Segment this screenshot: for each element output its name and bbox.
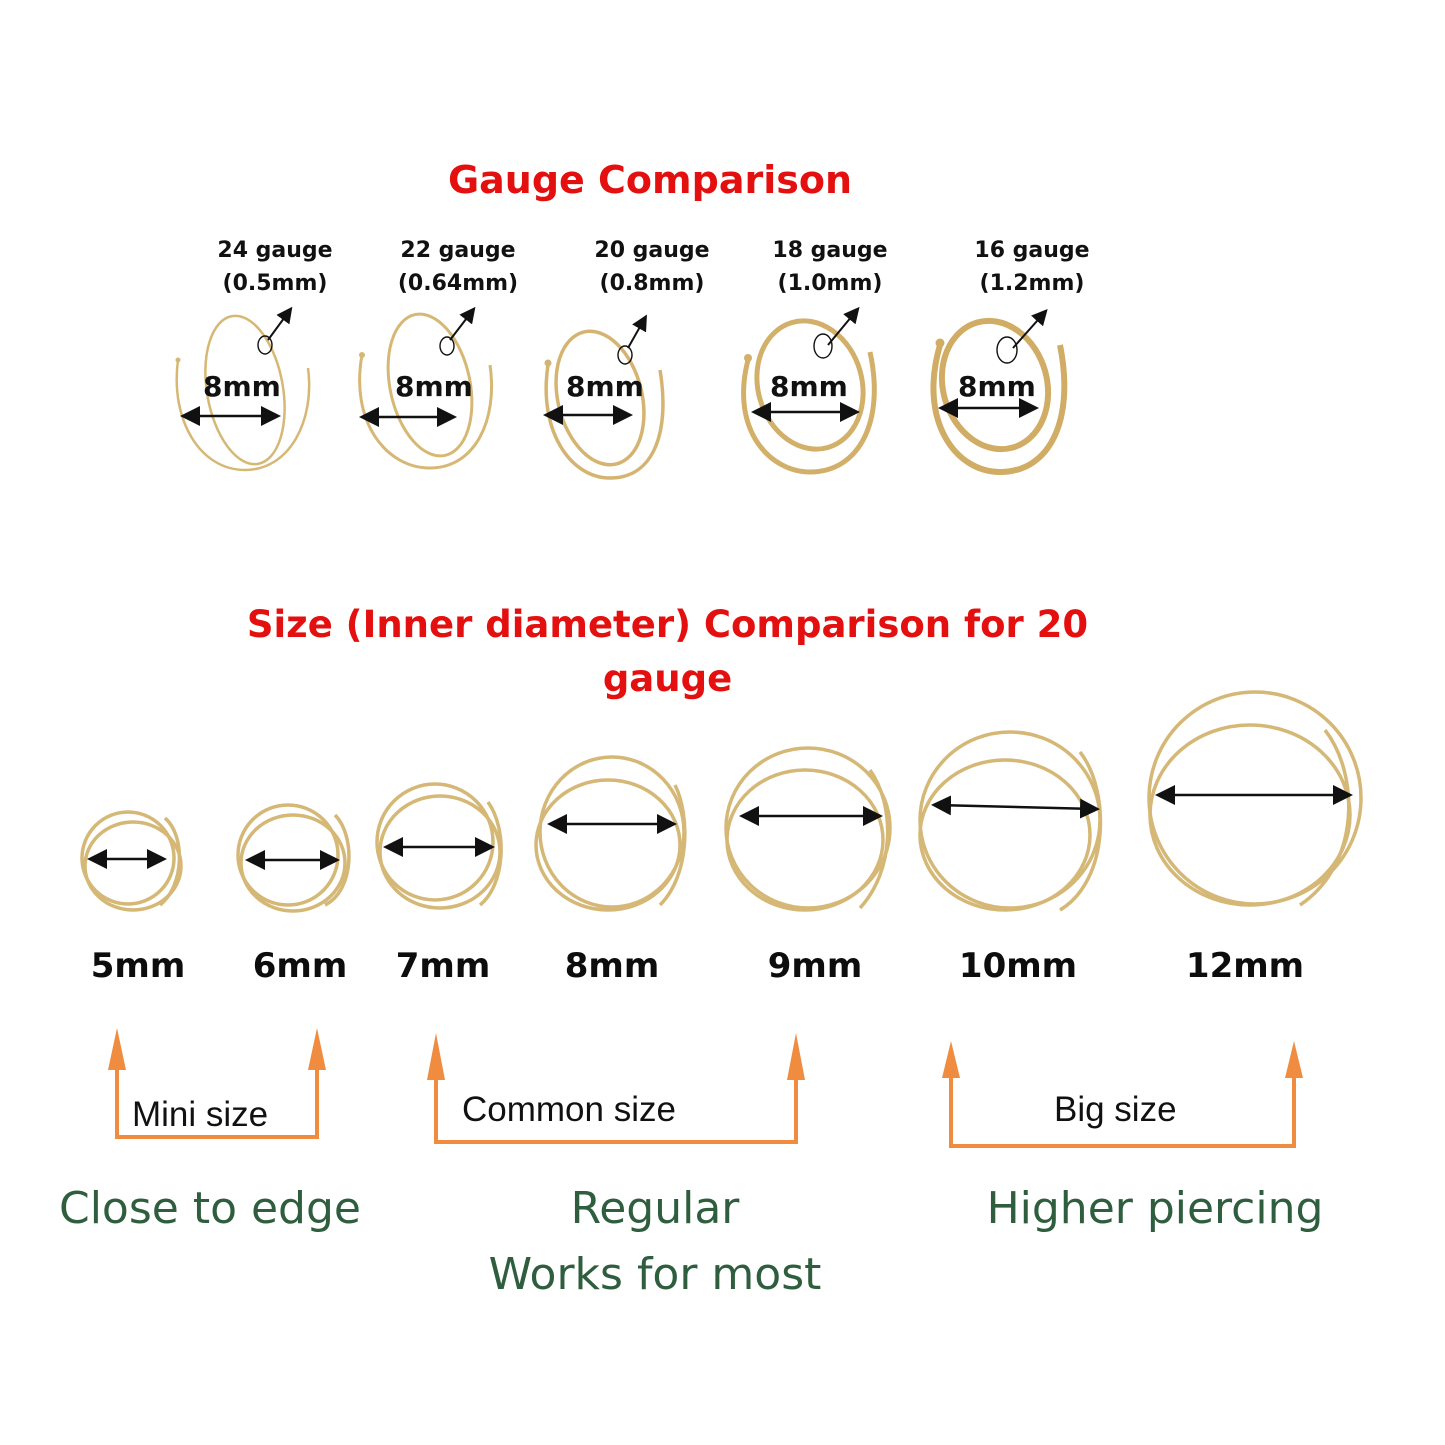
- gauge-label-16: 16 gauge (1.2mm): [952, 234, 1112, 300]
- bracket-label-big: Big size: [1054, 1090, 1177, 1129]
- description-line: Regular: [570, 1183, 740, 1234]
- arrow-up-icon: [427, 1033, 445, 1080]
- gauge-name: 20 gauge: [594, 238, 710, 263]
- gauge-name: 22 gauge: [400, 238, 516, 263]
- gauge-label-24: 24 gauge (0.5mm): [195, 234, 355, 300]
- gauge-name: 18 gauge: [772, 238, 888, 263]
- gauge-thickness: (0.5mm): [222, 271, 328, 296]
- arrow-up-icon: [108, 1028, 126, 1070]
- gauge-thickness: (0.8mm): [599, 271, 705, 296]
- ring-size-label-22: 8mm: [395, 370, 473, 403]
- size-label-6mm: 6mm: [252, 946, 348, 986]
- ring-8mm: [534, 755, 687, 912]
- size-label-10mm: 10mm: [958, 946, 1078, 986]
- size-label-7mm: 7mm: [395, 946, 491, 986]
- size-label-9mm: 9mm: [767, 946, 863, 986]
- ring-18-gauge: [741, 318, 877, 475]
- gauge-rings-illustration: [175, 306, 1068, 480]
- size-comparison-title: Size (Inner diameter) Comparison for 20 …: [200, 598, 1135, 706]
- gauge-thickness: (1.0mm): [777, 271, 883, 296]
- ring-5mm: [80, 810, 183, 912]
- description-common: Regular Works for most: [455, 1176, 855, 1308]
- bracket-label-common: Common size: [462, 1090, 676, 1129]
- bracket-mini: [115, 1065, 319, 1139]
- ring-size-label-16: 8mm: [958, 370, 1036, 403]
- ring-size-label-18: 8mm: [770, 370, 848, 403]
- ring-10mm: [918, 730, 1103, 912]
- ring-9mm: [724, 746, 892, 912]
- arrow-up-icon: [1285, 1041, 1303, 1078]
- gauge-comparison-title: Gauge Comparison: [447, 158, 853, 202]
- gauge-thickness: (0.64mm): [397, 271, 519, 296]
- gauge-name: 16 gauge: [974, 238, 1090, 263]
- bracket-big: [949, 1075, 1296, 1148]
- size-title-line2: gauge: [602, 657, 733, 700]
- arrow-up-icon: [942, 1041, 960, 1078]
- ring-12mm: [1147, 690, 1363, 907]
- description-line: Higher piercing: [986, 1183, 1324, 1234]
- description-line: Close to edge: [58, 1183, 361, 1234]
- gauge-label-18: 18 gauge (1.0mm): [750, 234, 910, 300]
- arrow-up-icon: [308, 1028, 326, 1070]
- description-line: Works for most: [488, 1249, 822, 1300]
- size-label-8mm: 8mm: [564, 946, 660, 986]
- size-rings-illustration: [80, 690, 1363, 913]
- gauge-thickness: (1.2mm): [979, 271, 1085, 296]
- gauge-name: 24 gauge: [217, 238, 333, 263]
- description-big: Higher piercing: [960, 1176, 1350, 1242]
- gauge-label-20: 20 gauge (0.8mm): [572, 234, 732, 300]
- size-label-12mm: 12mm: [1185, 946, 1305, 986]
- bracket-common: [434, 1075, 798, 1144]
- ring-size-label-24: 8mm: [203, 370, 281, 403]
- description-mini: Close to edge: [40, 1176, 380, 1242]
- size-title-line1: Size (Inner diameter) Comparison for 20: [246, 603, 1089, 646]
- bracket-label-mini: Mini size: [132, 1095, 269, 1134]
- category-brackets: [108, 1028, 1303, 1148]
- arrow-up-icon: [787, 1033, 805, 1080]
- ring-size-label-20: 8mm: [566, 370, 644, 403]
- gauge-label-22: 22 gauge (0.64mm): [378, 234, 538, 300]
- size-label-5mm: 5mm: [90, 946, 186, 986]
